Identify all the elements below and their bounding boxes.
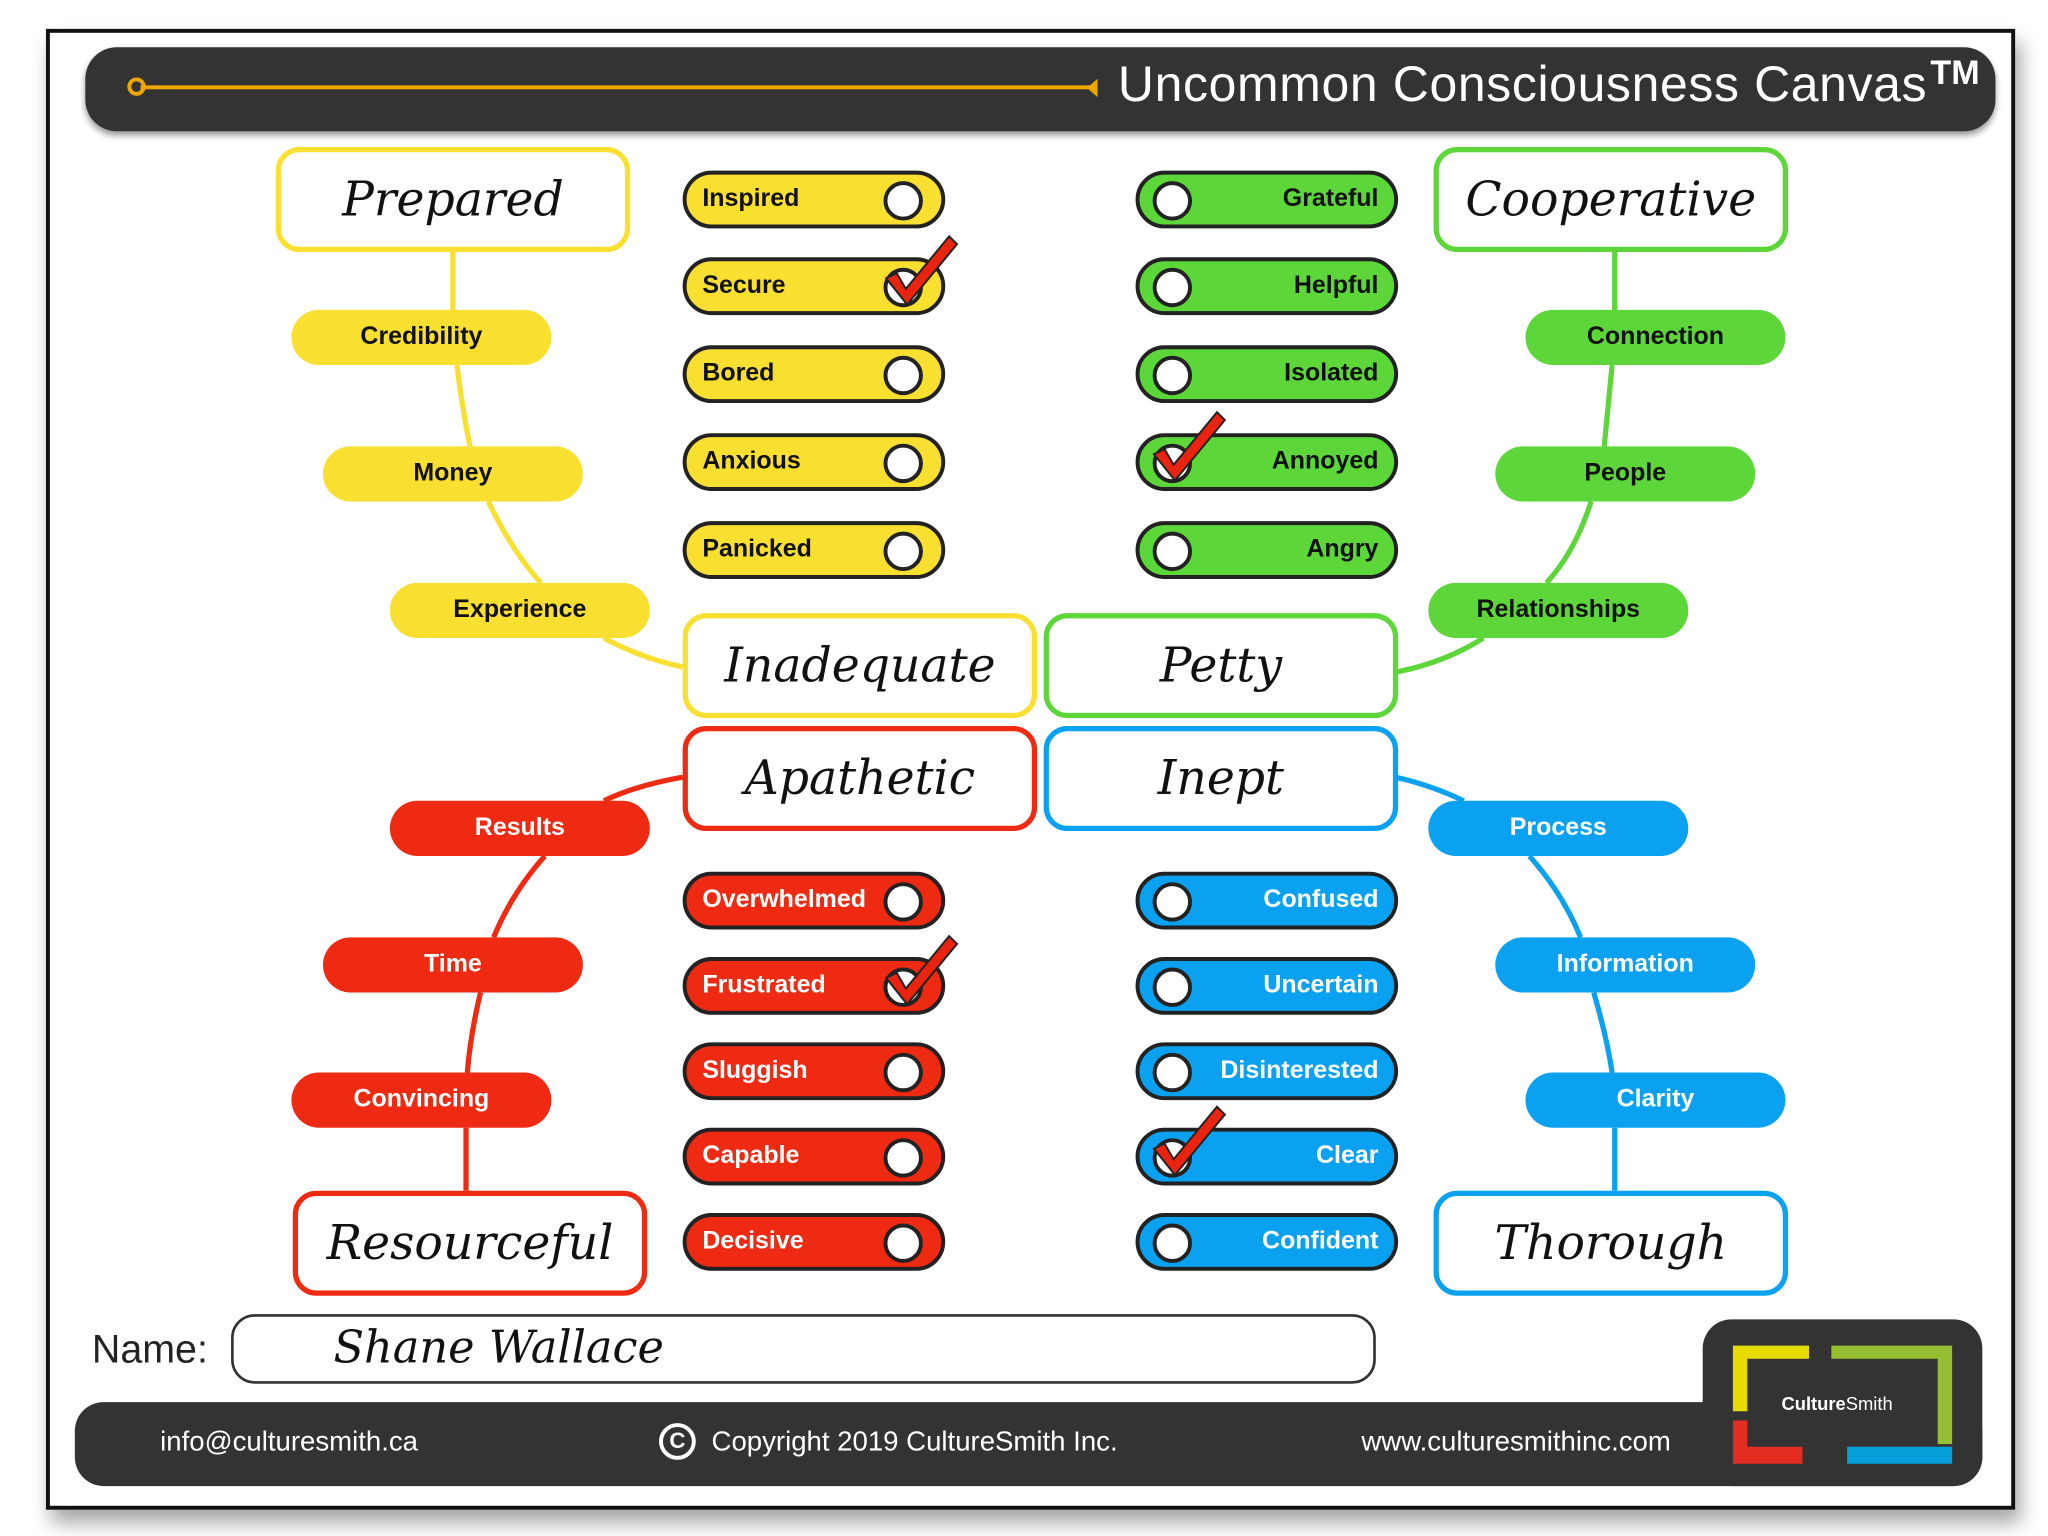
checkbox-circle[interactable]: [1152, 443, 1193, 484]
svg-text:CultureSmith: CultureSmith: [1781, 1393, 1892, 1414]
red-connector: [463, 774, 684, 1191]
pill-experience: Experience: [389, 582, 650, 639]
timeline-line: [140, 85, 1094, 90]
checkbox-circle[interactable]: [1152, 882, 1193, 922]
toggle-clear[interactable]: Clear: [1135, 1127, 1399, 1186]
pill-people: People: [1495, 446, 1756, 502]
toggle-label: Disinterested: [1220, 1056, 1379, 1085]
toggle-inspired[interactable]: Inspired: [682, 170, 946, 229]
pill-connection: Connection: [1525, 309, 1786, 365]
toggle-helpful[interactable]: Helpful: [1135, 257, 1399, 316]
toggle-confused[interactable]: Confused: [1135, 871, 1399, 930]
toggle-label: Secure: [702, 271, 786, 300]
box-petty: Petty: [1043, 613, 1399, 719]
toggle-label: Angry: [1306, 535, 1379, 564]
checkbox-circle[interactable]: [1152, 1052, 1193, 1093]
toggle-sluggish[interactable]: Sluggish: [682, 1042, 946, 1101]
pill-results: Results: [389, 800, 650, 856]
pill-credibility: Credibility: [291, 309, 552, 365]
pill-information: Information: [1495, 937, 1756, 993]
toggle-anxious[interactable]: Anxious: [682, 433, 946, 491]
box-cooperative: Cooperative: [1433, 147, 1789, 253]
trademark: TM: [1930, 52, 1980, 92]
toggle-label: Overwhelmed: [702, 886, 866, 914]
toggle-overwhelmed[interactable]: Overwhelmed: [682, 871, 946, 930]
pill-time: Time: [322, 937, 583, 993]
checkbox-circle[interactable]: [883, 267, 923, 308]
culturesmith-logo: CultureSmith: [1702, 1319, 1983, 1487]
checkbox-circle[interactable]: [883, 443, 923, 484]
box-apathetic: Apathetic: [682, 725, 1038, 832]
checkbox-circle[interactable]: [883, 181, 923, 221]
box-inept: Inept: [1043, 725, 1399, 832]
pill-convincing: Convincing: [291, 1072, 552, 1128]
checkbox-circle[interactable]: [883, 1223, 923, 1263]
timeline-arrow-icon: [1086, 78, 1098, 98]
toggle-label: Annoyed: [1271, 447, 1379, 476]
checkbox-circle[interactable]: [1152, 1223, 1193, 1263]
toggle-label: Uncertain: [1263, 971, 1379, 1000]
footer-website[interactable]: www.culturesmithinc.com: [1361, 1427, 1671, 1458]
name-field[interactable]: Shane Wallace: [231, 1314, 1376, 1384]
blue-connector: [1394, 774, 1618, 1191]
box-thorough: Thorough: [1433, 1190, 1789, 1296]
footer-email[interactable]: info@culturesmith.ca: [160, 1427, 419, 1458]
toggle-panicked[interactable]: Panicked: [682, 521, 946, 579]
toggle-label: Confident: [1262, 1227, 1379, 1256]
toggle-label: Helpful: [1293, 271, 1379, 300]
green-connector: [1395, 252, 1618, 675]
checkbox-circle[interactable]: [883, 531, 923, 572]
checkbox-circle[interactable]: [1152, 531, 1193, 572]
toggle-isolated[interactable]: Isolated: [1135, 345, 1399, 404]
box-prepared: Prepared: [275, 147, 631, 253]
toggle-label: Grateful: [1282, 185, 1379, 213]
yellow-connector: [450, 252, 684, 670]
toggle-label: Decisive: [702, 1227, 804, 1256]
toggle-decisive[interactable]: Decisive: [682, 1213, 946, 1271]
toggle-uncertain[interactable]: Uncertain: [1135, 957, 1399, 1015]
checkbox-circle[interactable]: [1152, 267, 1193, 308]
box-resourceful: Resourceful: [292, 1190, 648, 1296]
toggle-label: Capable: [702, 1142, 800, 1170]
toggle-label: Frustrated: [702, 971, 826, 1000]
toggle-label: Confused: [1263, 886, 1379, 914]
header-bar: Uncommon Consciousness Canvas TM: [85, 47, 1996, 132]
pill-money: Money: [322, 446, 583, 502]
checkbox-circle[interactable]: [883, 967, 923, 1007]
footer-bar: info@culturesmith.ca C Copyright 2019 Cu…: [74, 1402, 1983, 1487]
checkbox-circle[interactable]: [883, 1052, 923, 1093]
checkbox-circle[interactable]: [1152, 355, 1193, 396]
toggle-capable[interactable]: Capable: [682, 1127, 946, 1186]
toggle-label: Inspired: [702, 185, 800, 213]
toggle-frustrated[interactable]: Frustrated: [682, 957, 946, 1015]
pill-relationships: Relationships: [1428, 582, 1689, 639]
toggle-confident[interactable]: Confident: [1135, 1213, 1399, 1271]
box-inadequate: Inadequate: [682, 613, 1038, 719]
checkbox-circle[interactable]: [883, 882, 923, 922]
copyright-icon: C: [659, 1423, 696, 1460]
checkbox-circle[interactable]: [883, 355, 923, 396]
checkbox-circle[interactable]: [883, 1138, 923, 1178]
toggle-label: Clear: [1316, 1142, 1379, 1170]
toggle-label: Sluggish: [702, 1056, 808, 1085]
checkbox-circle[interactable]: [1152, 1138, 1193, 1178]
toggle-annoyed[interactable]: Annoyed: [1135, 433, 1399, 491]
footer-copyright: Copyright 2019 CultureSmith Inc.: [711, 1427, 1118, 1458]
toggle-label: Anxious: [702, 447, 801, 476]
pill-process: Process: [1428, 800, 1689, 856]
toggle-angry[interactable]: Angry: [1135, 521, 1399, 579]
toggle-grateful[interactable]: Grateful: [1135, 170, 1399, 229]
toggle-label: Panicked: [702, 535, 812, 564]
toggle-disinterested[interactable]: Disinterested: [1135, 1042, 1399, 1101]
page-title: Uncommon Consciousness Canvas: [1117, 57, 1928, 113]
pill-clarity: Clarity: [1525, 1072, 1786, 1128]
toggle-label: Bored: [702, 359, 775, 388]
checkbox-circle[interactable]: [1152, 967, 1193, 1007]
toggle-secure[interactable]: Secure: [682, 257, 946, 316]
toggle-bored[interactable]: Bored: [682, 345, 946, 404]
checkbox-circle[interactable]: [1152, 181, 1193, 221]
toggle-label: Isolated: [1284, 359, 1379, 388]
name-label: Name:: [91, 1328, 208, 1372]
